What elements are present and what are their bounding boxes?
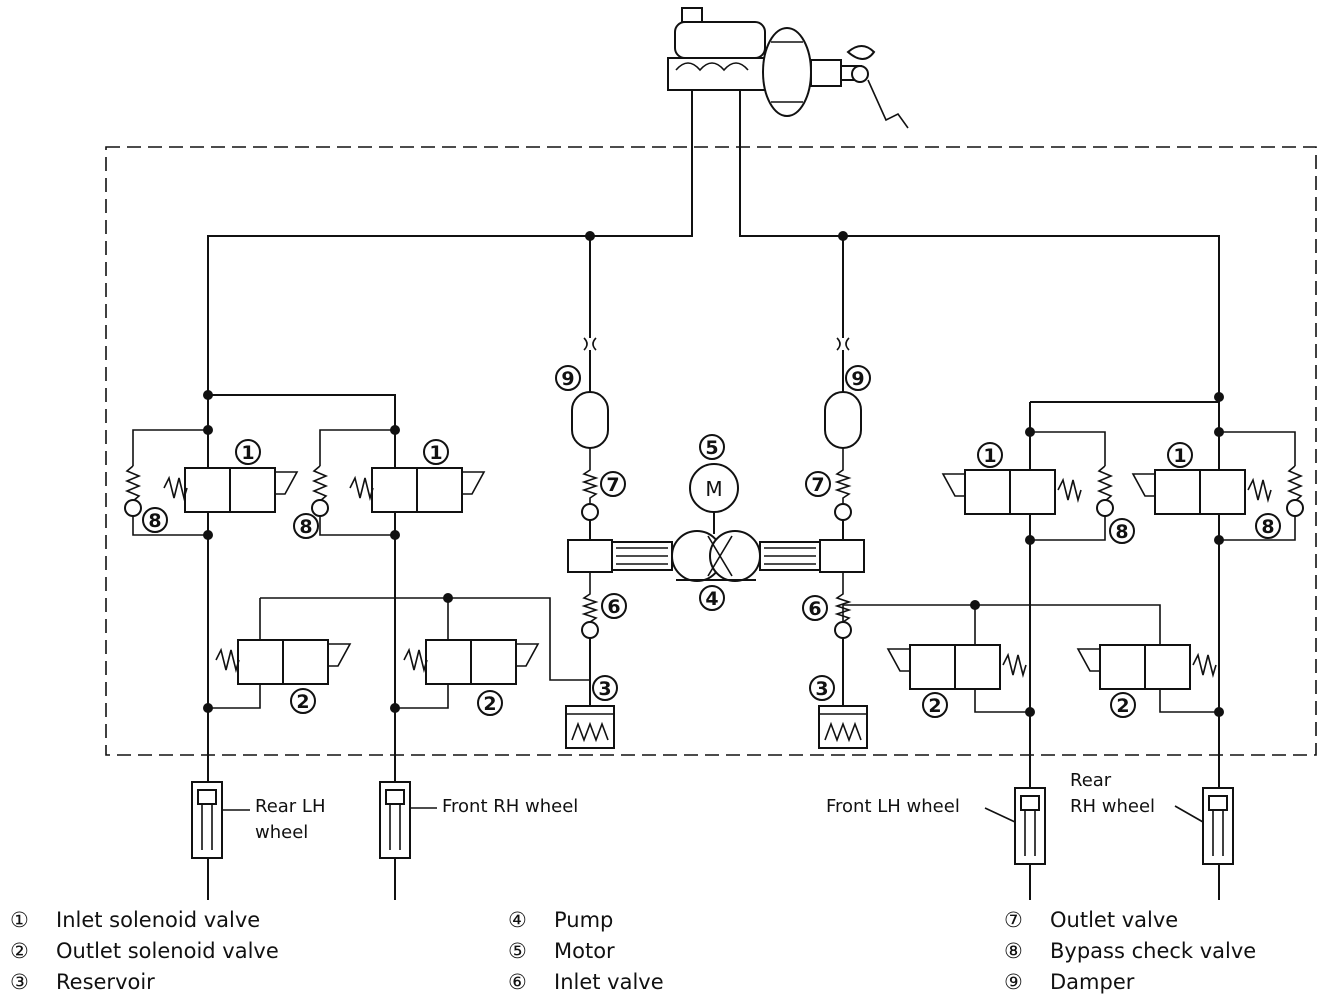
motor-symbol: M	[705, 477, 722, 501]
outlet-solenoid-valve-front-rh	[403, 639, 540, 685]
outlet-solenoid-valve-rear-rh	[1076, 644, 1217, 690]
inlet-solenoid-valve-rear-lh	[163, 467, 299, 513]
legend-item-6: ⑥ Inlet valve	[508, 970, 664, 994]
legend-item-9: ⑨ Damper	[1004, 970, 1134, 994]
wheel-cylinder-front-lh	[984, 787, 1046, 865]
dashed-frame-line	[105, 146, 1317, 756]
outlet-solenoid-valve-rear-lh	[215, 639, 352, 685]
legend-item-4: ④ Pump	[508, 908, 613, 932]
callout-inlet-valve: 6	[607, 596, 620, 618]
callout-outlet-valve: 7	[811, 474, 824, 496]
wheel-cylinder-front-rh	[379, 781, 437, 859]
label-rear-rh-line2: RH wheel	[1070, 796, 1155, 817]
legend-label: Inlet valve	[554, 970, 664, 994]
label-front-rh: Front RH wheel	[442, 796, 578, 817]
callout-damper: 9	[851, 368, 864, 390]
callout-outlet-valve: 7	[606, 474, 619, 496]
label-rear-rh-line1: Rear	[1070, 770, 1112, 791]
legend-number: ⑥	[508, 970, 527, 994]
inlet-solenoid-valve-rear-rh	[1131, 469, 1272, 515]
inlet-solenoid-valve-front-rh	[349, 467, 486, 513]
legend-number: ①	[10, 908, 29, 932]
legend-label: Motor	[554, 939, 615, 963]
legend-label: Damper	[1050, 970, 1135, 994]
legend-item-7: ⑦ Outlet valve	[1004, 908, 1178, 932]
legend-label: Outlet solenoid valve	[56, 939, 279, 963]
legend-item-1: ① Inlet solenoid valve	[10, 908, 260, 932]
pump	[567, 530, 865, 582]
legend-item-5: ⑤ Motor	[508, 939, 615, 963]
callout-reservoir: 3	[815, 678, 828, 700]
callout-outlet-solenoid: 2	[928, 695, 941, 717]
label-front-lh: Front LH wheel	[826, 796, 960, 817]
inlet-solenoid-valve-front-lh	[941, 469, 1082, 515]
junction-dots	[203, 231, 1224, 717]
callout-outlet-solenoid: 2	[1116, 695, 1129, 717]
legend-item-2: ② Outlet solenoid valve	[10, 939, 279, 963]
reservoir-right	[818, 705, 868, 749]
reservoir-left	[565, 705, 615, 749]
callout-damper: 9	[561, 368, 574, 390]
callout-reservoir: 3	[598, 678, 611, 700]
legend-item-3: ③ Reservoir	[10, 970, 155, 994]
callout-inlet-solenoid: 1	[1173, 445, 1186, 467]
legend-label: Inlet solenoid valve	[56, 908, 261, 932]
brake-booster	[762, 27, 862, 117]
callout-inlet-solenoid: 1	[241, 442, 254, 464]
callout-outlet-solenoid: 2	[483, 693, 496, 715]
callout-bypass-check: 8	[299, 516, 312, 538]
legend-item-8: ⑧ Bypass check valve	[1004, 939, 1256, 963]
callout-inlet-solenoid: 1	[983, 445, 996, 467]
legend-label: Outlet valve	[1050, 908, 1179, 932]
callout-motor: 5	[705, 437, 718, 459]
master-cylinder	[667, 7, 769, 91]
callout-bypass-check: 8	[1261, 516, 1274, 538]
legend-number: ⑨	[1004, 970, 1023, 994]
wheel-cylinder-rear-lh	[191, 781, 250, 859]
legend-number: ⑧	[1004, 939, 1023, 963]
callout-inlet-solenoid: 1	[429, 442, 442, 464]
callout-inlet-valve: 6	[808, 598, 821, 620]
legend-label: Pump	[554, 908, 614, 932]
callout-bypass-check: 8	[1115, 521, 1128, 543]
damper-left	[571, 337, 609, 449]
damper-right	[824, 337, 862, 449]
legend-label: Bypass check valve	[1050, 939, 1257, 963]
legend-number: ④	[508, 908, 527, 932]
legend-number: ③	[10, 970, 29, 994]
callout-pump: 4	[705, 588, 718, 610]
callout-outlet-solenoid: 2	[296, 691, 309, 713]
callout-bypass-check: 8	[148, 510, 161, 532]
wheel-cylinder-rear-rh	[1174, 787, 1234, 865]
legend-number: ⑤	[508, 939, 527, 963]
outlet-solenoid-valve-front-lh	[886, 644, 1027, 690]
label-rear-lh-line2: wheel	[255, 822, 308, 843]
callouts: 1 1 1 1 2 2 2 2 3 3 4 5 6 6 7 7 8 8 8 8 …	[142, 365, 1281, 718]
legend-label: Reservoir	[56, 970, 155, 994]
brake-pedal	[846, 45, 909, 129]
label-rear-lh-line1: Rear LH	[255, 796, 326, 817]
motor: M	[689, 463, 739, 534]
legend-number: ②	[10, 939, 29, 963]
legend-number: ⑦	[1004, 908, 1023, 932]
